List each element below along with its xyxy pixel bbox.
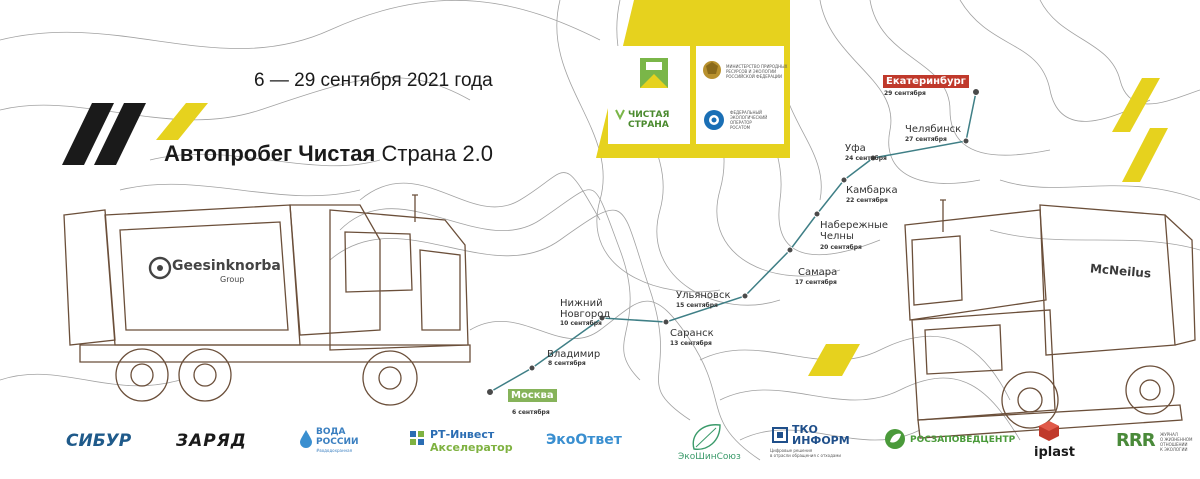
event-title-light: Страна 2.0 [381, 141, 494, 166]
ekoshin-leaf-icon [690, 423, 722, 451]
tko-square-icon [772, 427, 788, 443]
ministry-emblem-icon [703, 61, 721, 79]
stop-vladimir-date: 8 сентября [548, 360, 586, 367]
stop-chelyabinsk-date: 27 сентября [905, 136, 947, 143]
stop-vladimir-label: Владимир [547, 349, 601, 360]
rosz-leaf-icon [884, 428, 906, 450]
route-stop-marker [786, 246, 794, 254]
partner-rrr-tag: ЖУРНАЛ О ЖИЗНЕННОМ ОТНОШЕНИИ К ЭКОЛОГИИ [1160, 432, 1193, 452]
left-truck-illustration [63, 194, 471, 406]
route-stop-marker [598, 314, 606, 322]
stop-chelny-label: Набережные Челны [820, 220, 889, 242]
stop-ulyanovsk-label: Ульяновск [676, 290, 731, 301]
route-stop-marker [528, 364, 536, 372]
truck-logo-icon [148, 256, 172, 280]
stop-saransk-date: 13 сентября [670, 340, 712, 347]
stop-ufa-label: Уфа [845, 143, 866, 154]
rosatom-icon [704, 110, 724, 130]
event-dates: 6 — 29 сентября 2021 года [254, 70, 493, 91]
stop-ulyanovsk-date: 15 сентября [676, 302, 718, 309]
stop-nizhny-label: Нижний Новгород [560, 298, 611, 320]
partner-tko-line2: ИНФОРМ [792, 434, 850, 447]
event-title-bold: Автопробег Чистая [164, 141, 376, 166]
partner-voda-tag: #вододохранная [316, 448, 353, 453]
partner-zaryad: ЗАРЯД [176, 431, 247, 451]
partner-ekootvet: ЭкоОтвет [546, 432, 622, 448]
left-stripes [62, 103, 208, 165]
right-truck-illustration [904, 199, 1196, 439]
partner-iplast: iplast [1034, 445, 1075, 460]
left-truck-brand: Geesinknorba [172, 258, 281, 274]
route-stop-marker [869, 154, 877, 162]
partner-ekoshin: ЭкоШинСоюз [678, 452, 741, 462]
stop-samara-date: 17 сентября [795, 279, 837, 286]
partner-voda-line1: ВОДА [316, 427, 346, 437]
route-stop-marker [741, 292, 749, 300]
route-stop-marker [962, 137, 970, 145]
partner-rt-line2: Акселератор [430, 441, 513, 454]
stop-kambarka-date: 22 сентября [846, 197, 888, 204]
event-title: Автопробег Чистая Страна 2.0 [164, 141, 493, 167]
partner-sibur: СИБУР [66, 431, 132, 451]
chistaya-strana-logo [615, 58, 668, 121]
route-stop-marker [813, 210, 821, 218]
iplast-cube-icon [1038, 420, 1060, 442]
route-stop-marker [662, 318, 670, 326]
partner-tko-tag: Цифровые решения в отрасли обращения с о… [770, 448, 841, 458]
partner-voda-line2: РОССИИ [316, 437, 359, 447]
partner-rt-line1: РТ-Инвест [430, 428, 495, 441]
stop-ekaterinburg-date: 29 сентября [884, 90, 926, 97]
ministry-label: МИНИСТЕРСТВО ПРИРОДНЫХ РЕСУРСОВ И ЭКОЛОГ… [726, 64, 788, 79]
route-stop-marker [840, 176, 848, 184]
chistaya-strana-label: ЧИСТАЯ СТРАНА [628, 110, 670, 130]
stop-kambarka-label: Камбарка [846, 185, 898, 196]
stop-nizhny-date: 10 сентября [560, 320, 602, 327]
partner-tko-line1: ТКО [792, 423, 818, 436]
stop-moscow-label: Москва [508, 389, 557, 402]
route-stop-marker [972, 88, 980, 96]
rt-invest-icon [410, 430, 424, 445]
right-stripes [1112, 78, 1168, 182]
contour-lines [0, 0, 1200, 461]
left-truck-brand-sub: Group [220, 275, 245, 284]
route-stop-markers [486, 88, 980, 396]
voda-drop-icon [300, 430, 312, 448]
operator-label: ФЕДЕРАЛЬНЫЙ ЭКОЛОГИЧЕСКИЙ ОПЕРАТОР РОСАТ… [730, 110, 768, 130]
route-stop-marker [486, 388, 494, 396]
stop-chelyabinsk-label: Челябинск [905, 124, 962, 135]
partner-rrr: RRR [1116, 430, 1156, 451]
stop-chelny-date: 20 сентября [820, 244, 862, 251]
stop-samara-label: Самара [798, 267, 838, 278]
stop-saransk-label: Саранск [670, 328, 714, 339]
stop-ufa-date: 24 сентября [845, 155, 887, 162]
stop-ekaterinburg-label: Екатеринбург [883, 75, 969, 88]
yellow-accent-bottom [808, 344, 860, 376]
partner-rosz: РОСЗАПОВЕДЦЕНТР [910, 435, 1016, 445]
stop-moscow-date: 6 сентября [512, 409, 550, 416]
